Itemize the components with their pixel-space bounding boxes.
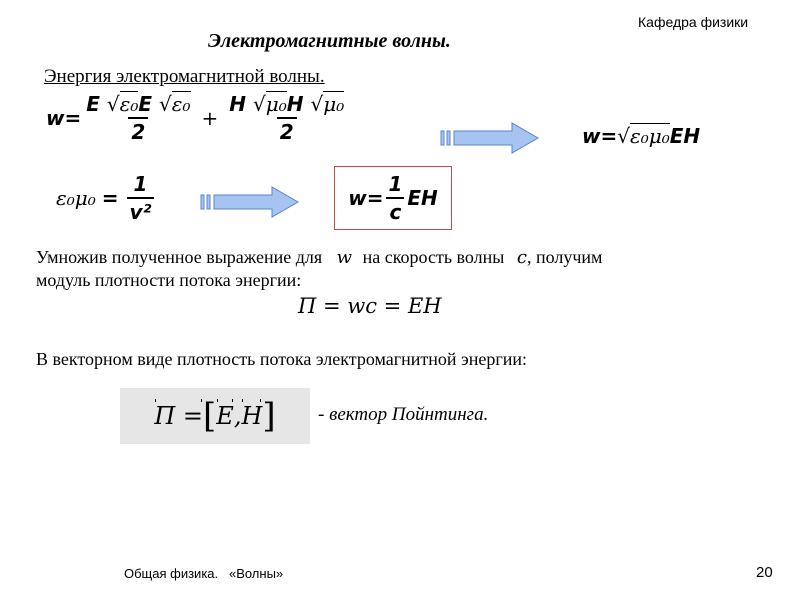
numerator-one: 1 <box>388 172 403 196</box>
symbol-e: E <box>138 92 153 116</box>
symbol-eh: EH <box>407 186 438 210</box>
equals-sign: = <box>101 186 119 210</box>
vector-pi: Π = <box>154 399 204 430</box>
symbol-c: c <box>516 247 527 268</box>
symbol-eh: EH <box>669 124 701 148</box>
text-fragment: Умножив полученное выражение для <box>36 247 323 267</box>
formula-w-lhs: w= <box>46 106 82 130</box>
explanation-paragraph: Умножив полученное выражение для w на ск… <box>36 246 786 291</box>
poynting-magnitude-formula: Π = wc = EH <box>298 294 442 318</box>
magnetic-term: H √μ₀H √μ₀ 2 <box>226 91 347 144</box>
sqrt-symbol: √ <box>310 92 324 116</box>
sqrt-symbol: √ <box>617 124 630 148</box>
right-arrow-icon <box>440 122 540 154</box>
text-fragment: на скорость волны <box>362 247 505 267</box>
symbol-mu0: μ₀ <box>323 91 345 116</box>
denominator-two: 2 <box>128 117 149 144</box>
symbol-w: w <box>336 247 353 268</box>
symbol-h: H <box>286 92 304 116</box>
vector-e: E <box>216 399 234 430</box>
symbol-eps0: ε₀ <box>119 91 139 116</box>
sqrt-symbol: √ <box>106 92 120 116</box>
slide-title: Электромагнитные волны. <box>208 30 451 52</box>
department-label: Кафедра физики <box>638 14 749 30</box>
eps-mu-relation: ε₀μ₀ = 1 v² <box>56 172 156 224</box>
energy-density-result: w=√ε₀μ₀EH <box>582 123 701 148</box>
one-over-c: 1 c <box>385 172 405 224</box>
footer-course: Общая физика. «Волны» <box>124 566 284 581</box>
formula-w-lhs: w= <box>582 124 618 148</box>
text-fragment: , получим <box>526 247 603 267</box>
page-number: 20 <box>756 564 773 581</box>
vector-intro-text: В векторном виде плотность потока электр… <box>36 349 528 369</box>
slide-subtitle: Энергия электромагнитной волны. <box>44 66 325 87</box>
energy-density-formula: w= E √ε₀E √ε₀ 2 + H √μ₀H √μ₀ 2 <box>46 91 349 144</box>
vector-h: H <box>241 399 263 430</box>
plus-sign: + <box>201 106 219 130</box>
symbol-eps0: ε₀ <box>171 91 191 116</box>
denominator-c: c <box>386 197 405 224</box>
symbol-eps0-mu0: ε₀μ₀ <box>56 186 96 210</box>
formula-w-lhs: w= <box>348 186 384 210</box>
electric-term: E √ε₀E √ε₀ 2 <box>83 91 193 144</box>
denominator-v2: v² <box>126 197 155 224</box>
poynting-vector-label: - вектор Пойнтинга. <box>318 404 489 425</box>
one-over-v2: 1 v² <box>126 172 155 224</box>
right-arrow-icon <box>200 186 300 218</box>
symbol-eps0-mu0: ε₀μ₀ <box>629 123 670 148</box>
explanation-line-2: модуль плотности потока энергии: <box>36 270 302 290</box>
explanation-line-1: Умножив полученное выражение для w на ск… <box>36 246 786 269</box>
sqrt-symbol: √ <box>253 92 266 116</box>
vector-comma: , <box>233 402 242 430</box>
numerator-one: 1 <box>133 172 148 196</box>
symbol-mu0: μ₀ <box>265 91 287 116</box>
denominator-two: 2 <box>276 117 297 144</box>
symbol-e: E <box>86 92 100 116</box>
symbol-h: H <box>229 92 247 116</box>
sqrt-symbol: √ <box>159 92 172 116</box>
bracket-open: [ <box>203 396 217 436</box>
poynting-vector-formula: Π = [ E , H ] <box>120 388 310 444</box>
bracket-close: ] <box>262 396 276 436</box>
energy-density-boxed: w= 1 c EH <box>334 166 452 230</box>
